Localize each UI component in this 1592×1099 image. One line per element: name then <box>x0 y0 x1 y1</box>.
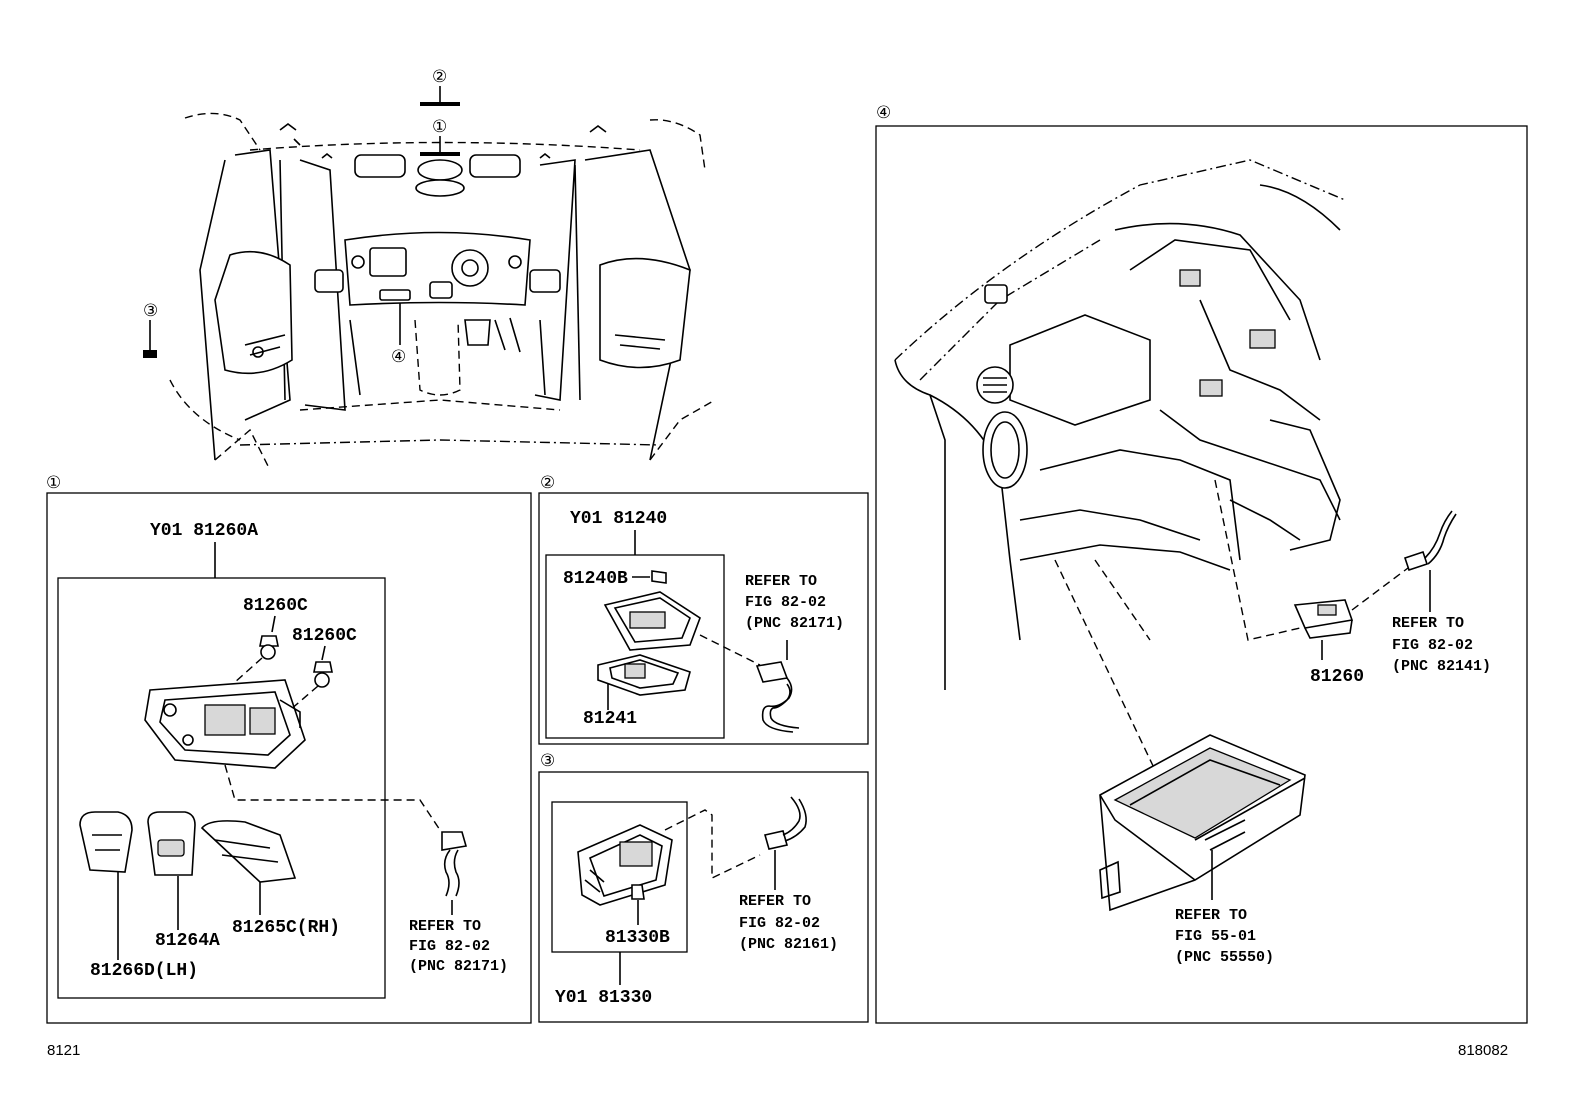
callout-2: ② <box>432 69 447 88</box>
switch-connector <box>1403 550 1429 572</box>
refer-p2-line1: REFER TO <box>745 573 817 590</box>
lamp-connector <box>441 831 468 851</box>
refer-p1-line2: FIG 82-02 <box>409 938 490 955</box>
refer-p2-line3: (PNC 82171) <box>745 615 844 632</box>
panel-1-overhead-lamp-assembly: ① Y01 81260A 81260C 81260C REFER TO FIG … <box>46 475 532 1024</box>
lens-rh <box>200 820 297 883</box>
refer-p3-line2: FIG 82-02 <box>739 915 820 932</box>
part-81264a: 81264A <box>155 931 220 951</box>
bulb-81260c-upper <box>259 635 279 647</box>
footer-figure-code: 818082 <box>1458 1042 1508 1059</box>
refer-glovebox-line1: REFER TO <box>1175 907 1247 924</box>
callout-2-marker <box>420 102 460 106</box>
footer-page-code: 8121 <box>47 1042 80 1059</box>
panel-3-frame <box>538 771 869 1023</box>
part-81266d-lh: 81266D(LH) <box>90 961 198 981</box>
refer-switch-line3: (PNC 82141) <box>1392 658 1491 675</box>
callout-3-marker <box>143 350 157 358</box>
panel-2-room-lamp-assembly: ② Y01 81240 81240B 81241 REFER TO FIG 82… <box>538 475 869 745</box>
center-display-opening <box>1009 314 1151 426</box>
callout-3: ③ <box>143 303 158 322</box>
refer-p1-line3: (PNC 82171) <box>409 958 508 975</box>
panel-2-frame <box>538 492 869 745</box>
refer-glovebox-line2: FIG 55-01 <box>1175 928 1256 945</box>
part-81260: 81260 <box>1310 667 1364 687</box>
refer-switch-line2: FIG 82-02 <box>1392 637 1473 654</box>
refer-glovebox-line3: (PNC 55550) <box>1175 949 1274 966</box>
panel-4-label: ④ <box>876 105 891 124</box>
callout-1-marker <box>420 152 460 156</box>
callout-1: ① <box>432 119 447 138</box>
assembly-y01-81240: Y01 81240 <box>570 509 667 529</box>
refer-switch-line1: REFER TO <box>1392 615 1464 632</box>
part-81330b: 81330B <box>605 928 670 948</box>
panel-4-frame <box>875 125 1528 1024</box>
refer-p2-line2: FIG 82-02 <box>745 594 826 611</box>
part-81265c-rh: 81265C(RH) <box>232 918 340 938</box>
bulb-81260c-lower <box>313 661 333 673</box>
bulb-81240b <box>651 570 667 584</box>
part-81260c-lower: 81260C <box>292 626 357 646</box>
assembly-y01-81260a: Y01 81260A <box>150 521 258 541</box>
luggage-lamp-connector <box>763 830 789 850</box>
air-vent <box>982 411 1028 489</box>
part-81241: 81241 <box>583 709 637 729</box>
vehicle-interior-overview: ② ① ③ ④ <box>143 69 716 471</box>
part-81240b: 81240B <box>563 569 628 589</box>
refer-p3-line3: (PNC 82161) <box>739 936 838 953</box>
part-81260c-upper: 81260C <box>243 596 308 616</box>
panel-1-inner-frame <box>57 577 386 999</box>
refer-p1-line1: REFER TO <box>409 918 481 935</box>
callout-4: ④ <box>391 349 406 368</box>
panel-3-luggage-lamp-assembly: ③ 81330B Y01 81330 REFER TO FIG 82-02 (P… <box>538 753 869 1023</box>
lens-lh <box>79 811 133 873</box>
refer-p3-line1: REFER TO <box>739 893 811 910</box>
assembly-y01-81330: Y01 81330 <box>555 988 652 1008</box>
bulb-81330b <box>631 884 645 900</box>
panel-1-frame <box>46 492 532 1024</box>
room-lamp-connector <box>755 661 789 683</box>
panel-3-label: ③ <box>540 753 555 772</box>
panel-1-label: ① <box>46 475 61 494</box>
panel-2-label: ② <box>540 475 555 494</box>
panel-4-glovebox-lamp: ④ 81260 REFER T <box>875 105 1528 1024</box>
